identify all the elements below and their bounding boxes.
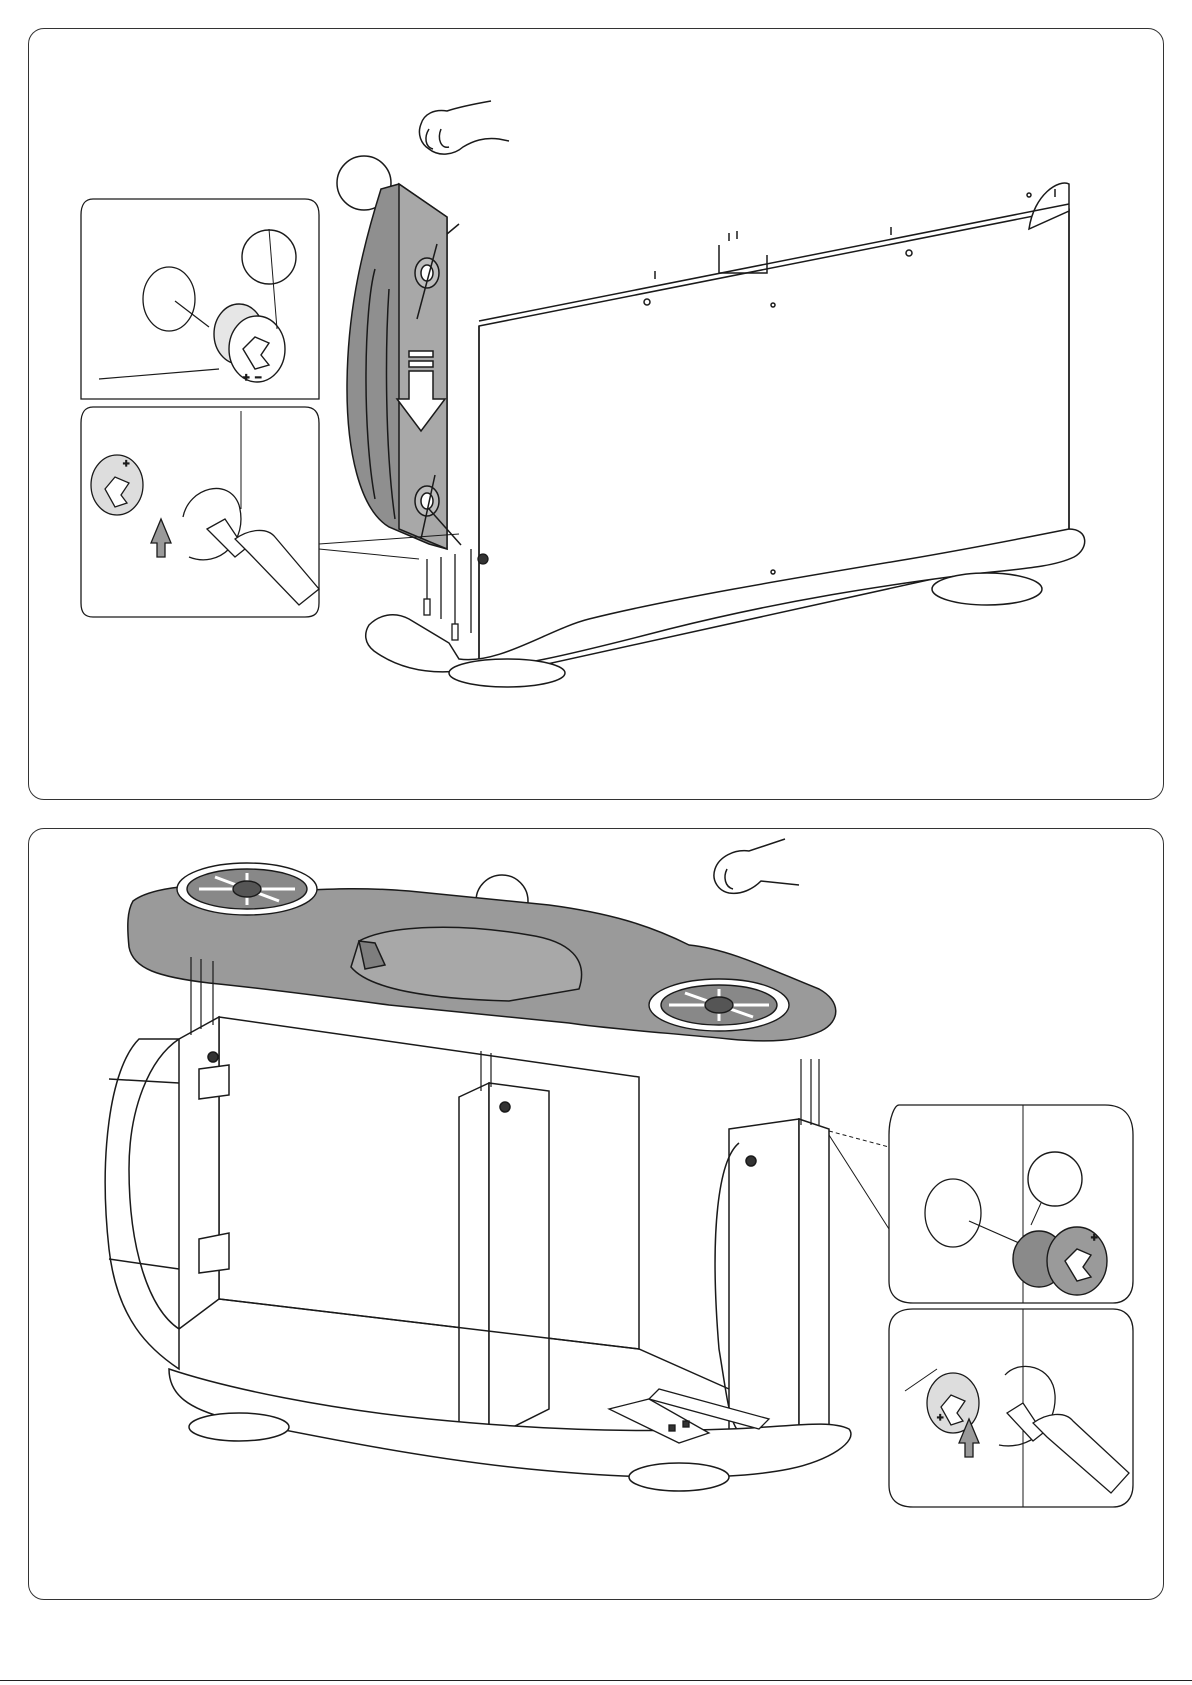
cam-lock-icon: + — [91, 455, 143, 515]
step-2-panel: + + — [28, 828, 1164, 1600]
steering-wheel — [649, 979, 789, 1031]
step-1-illustration: + − + — [29, 29, 1165, 801]
steering-wheel — [177, 863, 317, 915]
detail-screwdriver: + — [889, 1309, 1133, 1507]
side-panel — [347, 184, 461, 549]
detail-cam-lock: + — [889, 1105, 1133, 1303]
detail-part-callout — [1028, 1152, 1082, 1206]
detail-cam-lock: + − — [81, 199, 319, 399]
cam-minus-mark: − — [255, 372, 261, 384]
step-1-panel: + − + — [28, 28, 1164, 800]
cam-plus-mark-2: + — [123, 458, 129, 470]
cam-plus-mark: + — [1091, 1232, 1097, 1244]
step-2-illustration: + + — [29, 829, 1165, 1601]
cam-plus-mark: + — [243, 372, 249, 384]
hand-icon — [419, 101, 509, 154]
detail-part-callout — [242, 230, 296, 284]
hand-icon — [714, 839, 799, 893]
page-footer-rule — [0, 1680, 1192, 1681]
cam-plus-mark-2: + — [937, 1412, 943, 1424]
